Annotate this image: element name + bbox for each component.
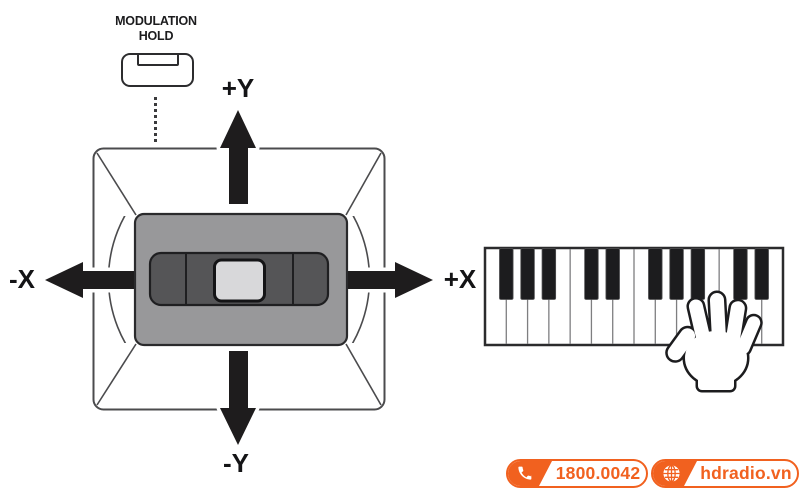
- modulation-hold-label-line2: HOLD: [138, 29, 174, 43]
- website-badge[interactable]: hdradio.vn: [651, 459, 799, 488]
- modulation-hold-label-line1: MODULATION: [115, 14, 197, 28]
- axis-label-minus-y: -Y: [223, 448, 249, 478]
- black-key[interactable]: [754, 248, 769, 300]
- modulation-hold-button: [121, 52, 194, 87]
- black-key[interactable]: [669, 248, 684, 300]
- direction-arrows: [41, 106, 437, 449]
- hotline-number[interactable]: 1800.0042: [555, 463, 641, 483]
- hotline-badge[interactable]: 1800.0042: [506, 459, 648, 488]
- joystick-cap[interactable]: [213, 258, 266, 303]
- black-key[interactable]: [499, 248, 514, 300]
- arrow-up-icon: [216, 106, 260, 208]
- black-key[interactable]: [605, 248, 620, 300]
- dotted-connector: [154, 97, 157, 142]
- axis-label-plus-x: +X: [443, 264, 477, 294]
- axis-label-minus-x: -X: [9, 264, 35, 294]
- joystick-track-dividers: [185, 253, 294, 305]
- joystick-well-diagonals: [96, 152, 382, 406]
- globe-icon: [662, 464, 681, 483]
- arrow-down-icon: [216, 347, 260, 449]
- website-badge-cap: [653, 461, 697, 486]
- axis-label-plus-y: +Y: [221, 73, 255, 103]
- black-key[interactable]: [584, 248, 599, 300]
- modulation-hold-button-led: [136, 52, 179, 66]
- joystick-diagram: [41, 106, 437, 449]
- black-key[interactable]: [541, 248, 557, 300]
- phone-icon: [517, 465, 534, 482]
- hotline-badge-cap: [508, 461, 552, 486]
- black-key[interactable]: [648, 248, 663, 300]
- website-domain[interactable]: hdradio.vn: [700, 463, 792, 483]
- modulation-hold-label: MODULATION HOLD: [98, 14, 214, 44]
- hand-icon: [652, 286, 772, 394]
- black-key[interactable]: [520, 248, 535, 300]
